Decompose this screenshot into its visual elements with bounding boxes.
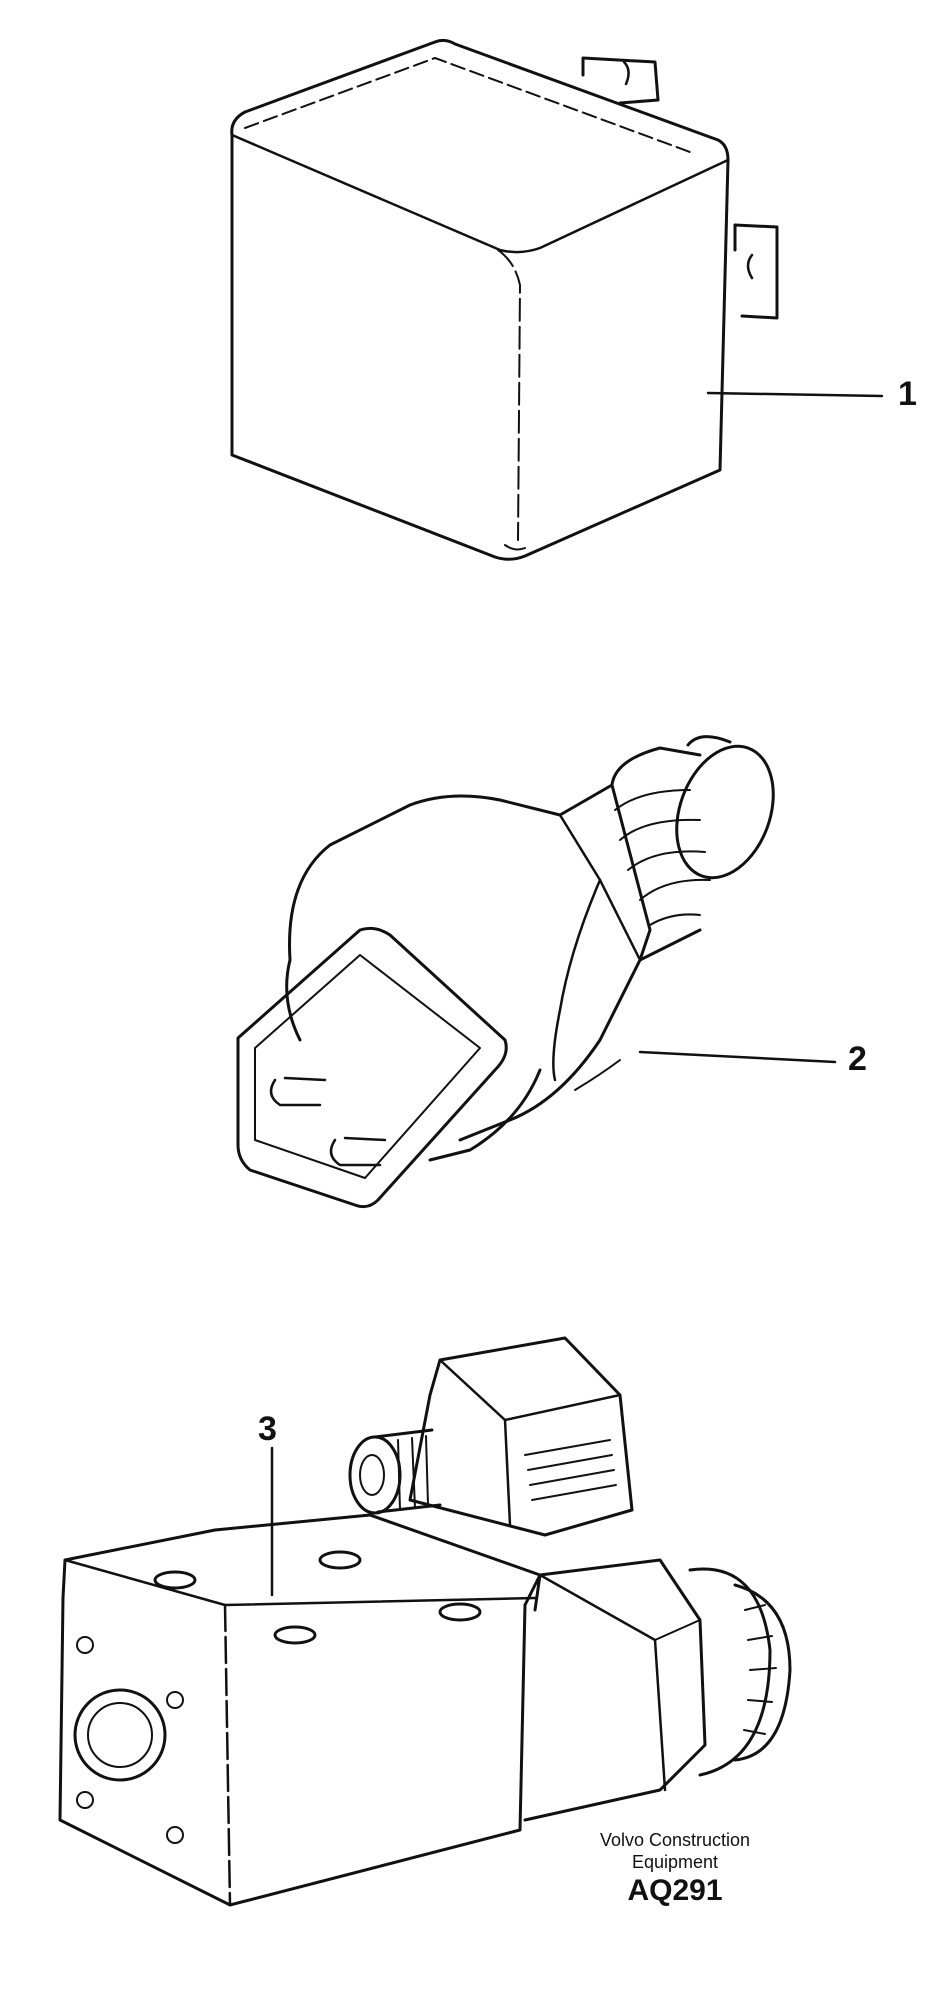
- callout-1: 1: [898, 375, 917, 413]
- document-number: AQ291: [627, 1874, 723, 1907]
- pressure-switch-part: [236, 735, 837, 1209]
- callout-2: 2: [848, 1040, 867, 1078]
- publisher-line-2: Equipment: [631, 1852, 719, 1872]
- callout-3: 3: [258, 1410, 277, 1448]
- publisher-line-1: Volvo Construction: [599, 1830, 751, 1850]
- solenoid-valve-part: [58, 1336, 792, 1907]
- relay-part: [230, 38, 884, 561]
